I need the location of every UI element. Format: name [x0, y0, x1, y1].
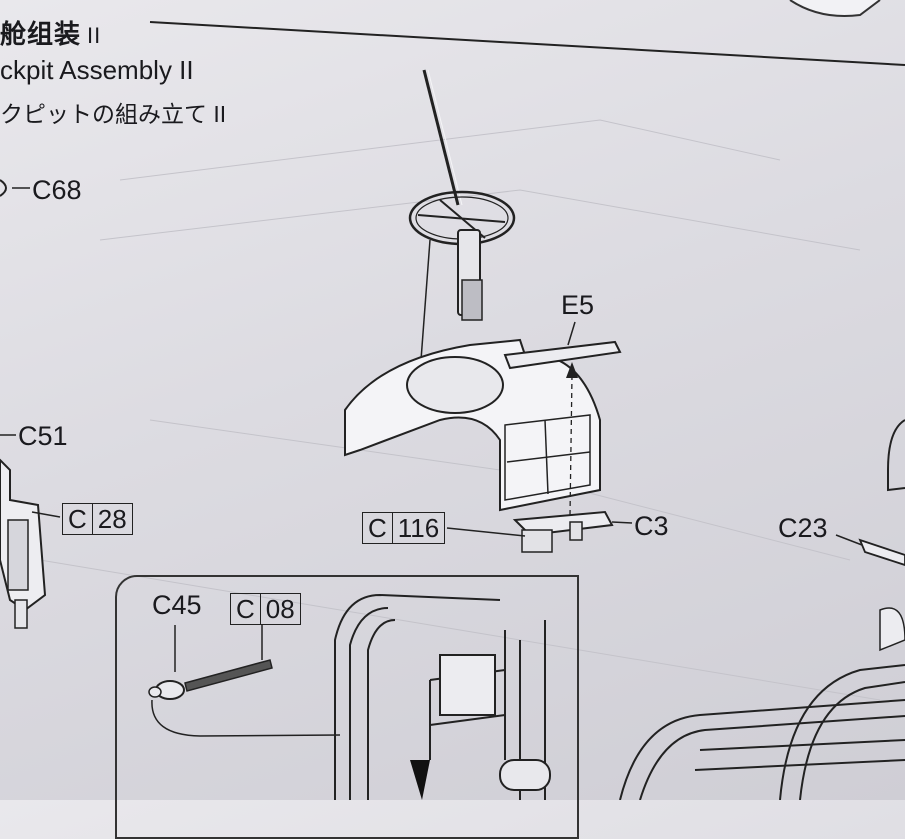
part-box-c116: C 116	[362, 512, 446, 544]
part-box-c28-letter: C	[68, 504, 87, 534]
part-box-c08: C 08	[230, 593, 301, 625]
step-title-english: ckpit Assembly II	[0, 55, 194, 85]
assembly-drawing	[0, 0, 905, 800]
part-box-c28-number: 28	[91, 504, 132, 534]
part-box-c116-letter: C	[368, 513, 387, 543]
step-title-japanese: クピットの組み立て II	[0, 101, 227, 127]
part-box-c116-number: 116	[391, 513, 444, 543]
part-label-c68: C68	[32, 175, 82, 205]
part-box-c08-number: 08	[259, 594, 300, 624]
title-chinese-text: 舱组装	[0, 19, 82, 49]
part-label-c23: C23	[778, 513, 828, 543]
part-label-c45: C45	[152, 590, 202, 620]
part-label-c3: C3	[634, 511, 669, 541]
part-label-e5: E5	[561, 290, 595, 320]
title-chinese-numeral: II	[87, 23, 102, 48]
part-box-c08-letter: C	[236, 594, 255, 624]
part-box-c28: C 28	[62, 503, 133, 535]
part-label-c51: C51	[18, 421, 68, 451]
